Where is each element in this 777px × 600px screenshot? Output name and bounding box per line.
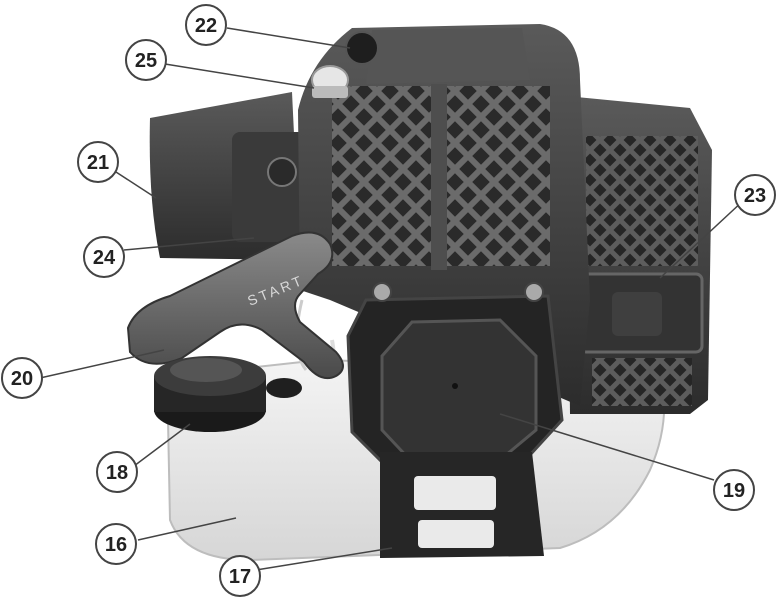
callout-23: 23 (734, 174, 776, 216)
muffler-port (612, 292, 662, 336)
callout-25-label: 25 (135, 50, 157, 72)
cover-divider (431, 84, 447, 270)
leader-lines (39, 27, 745, 571)
callout-16-label: 16 (105, 534, 127, 556)
muffler-grille-upper (586, 136, 698, 266)
recoil-starter-cover (380, 318, 538, 464)
carburetor (232, 132, 312, 242)
callout-20-label: 20 (11, 368, 33, 390)
callout-21-label: 21 (87, 152, 109, 174)
callout-18-label: 18 (106, 462, 128, 484)
callout-21: 21 (77, 141, 119, 183)
callout-17-label: 17 (229, 566, 251, 588)
callout-22: 22 (185, 4, 227, 46)
carburetor-knob (267, 157, 297, 187)
callout-16: 16 (95, 523, 137, 565)
starter-hole (452, 383, 458, 389)
callout-24-label: 24 (93, 247, 116, 269)
stand-slot-lower (418, 520, 494, 548)
callout-22-label: 22 (195, 15, 217, 37)
callout-18: 18 (96, 451, 138, 493)
bolt-left (372, 282, 392, 302)
callout-25: 25 (125, 39, 167, 81)
muffler-grille-lower (592, 358, 692, 406)
callout-19-label: 19 (723, 480, 745, 502)
callout-20: 20 (1, 357, 43, 399)
starter-handle (126, 231, 344, 380)
callout-19: 19 (713, 469, 755, 511)
primer-base (312, 86, 348, 98)
tank-fitting (266, 378, 302, 398)
choke-knob (345, 31, 379, 65)
stand-slot-upper (414, 476, 496, 510)
callout-17: 17 (219, 555, 261, 597)
cylinder-cover-top (366, 28, 530, 84)
fuel-cap-filter (170, 358, 242, 382)
callout-23-label: 23 (744, 185, 766, 207)
bolt-right (524, 282, 544, 302)
callout-24: 24 (83, 236, 125, 278)
